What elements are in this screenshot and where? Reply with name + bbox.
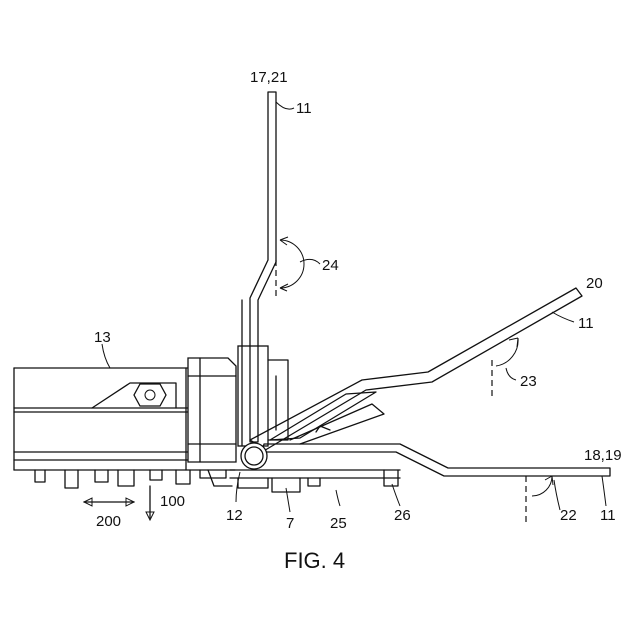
angle-23 (492, 338, 518, 396)
label-200: 200 (96, 513, 121, 530)
label-11-mid: 11 (578, 315, 594, 332)
label-20: 20 (586, 275, 603, 292)
leader-lines (102, 102, 606, 512)
label-24: 24 (322, 257, 339, 274)
label-26: 26 (394, 507, 411, 524)
label-18-19: 18,19 (584, 447, 622, 464)
label-11-right: 11 (600, 507, 616, 524)
label-7: 7 (286, 515, 294, 532)
label-22: 22 (560, 507, 577, 524)
figure-caption: FIG. 4 (284, 548, 345, 573)
angle-22 (526, 476, 553, 522)
label-23: 23 (520, 373, 537, 390)
label-17-21: 17,21 (250, 69, 288, 86)
arm-horizontal-18-19 (262, 444, 610, 476)
label-100: 100 (160, 493, 185, 510)
label-13: 13 (94, 329, 111, 346)
angle-24 (276, 237, 304, 296)
pivot-12 (241, 443, 267, 469)
label-25: 25 (330, 515, 347, 532)
arm-raised-20 (250, 288, 582, 452)
label-11-top: 11 (296, 100, 312, 117)
label-12: 12 (226, 507, 243, 524)
